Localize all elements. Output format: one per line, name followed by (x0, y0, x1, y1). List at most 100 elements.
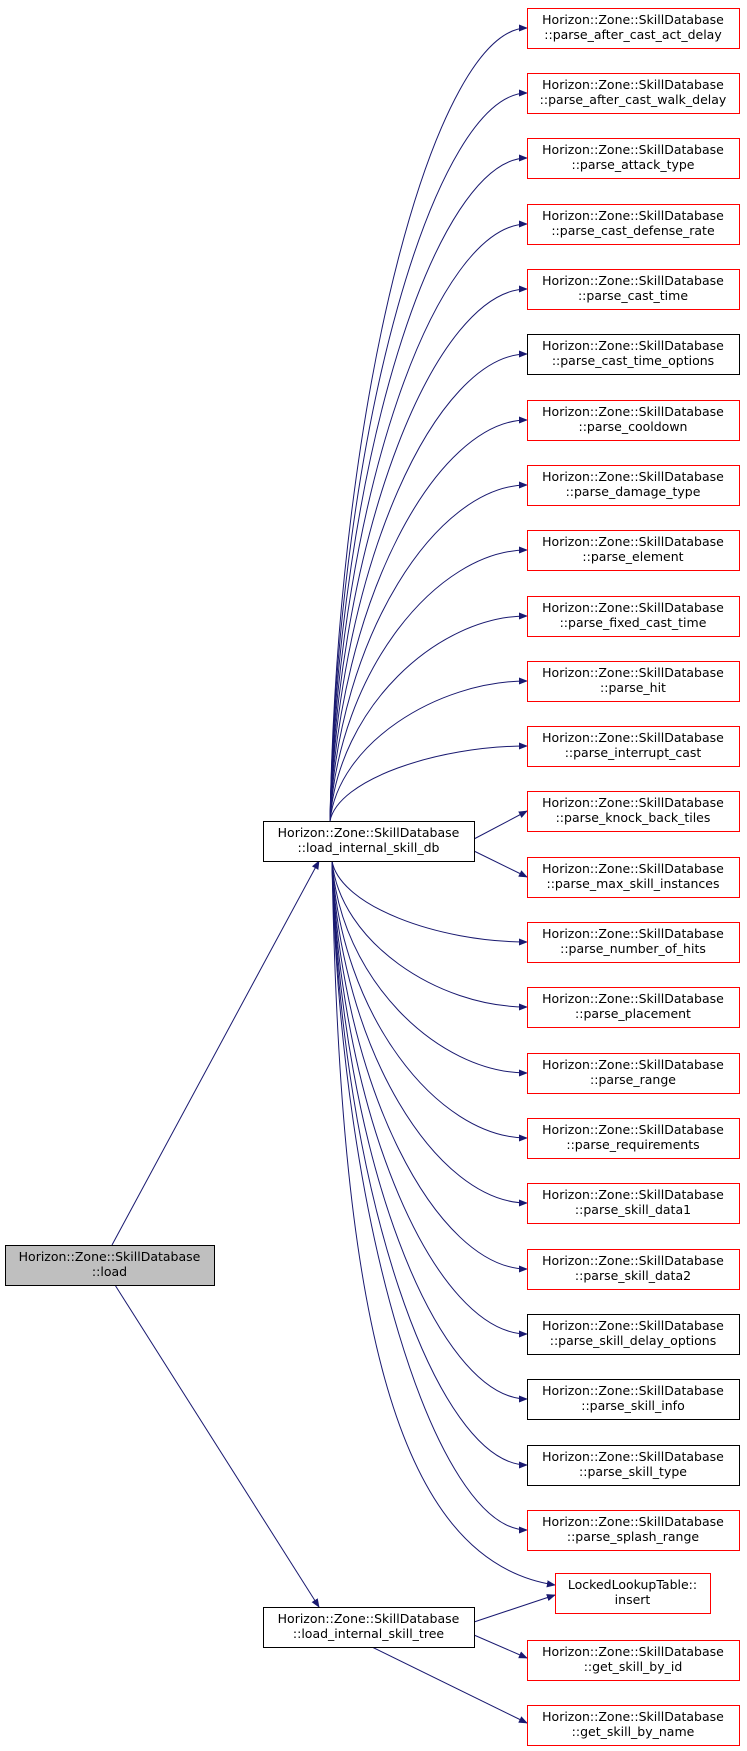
node-label-scope: Horizon::Zone::SkillDatabase (542, 1318, 724, 1333)
node-box (555, 1573, 711, 1614)
edge-load-db-to-t15 (331, 860, 528, 1011)
edge-load-db-to-t2 (329, 154, 528, 822)
node-label-scope: Horizon::Zone::SkillDatabase (278, 1611, 460, 1626)
node-t11[interactable]: Horizon::Zone::SkillDatabase::parse_inte… (527, 726, 740, 767)
node-box (527, 1640, 740, 1681)
node-t23[interactable]: Horizon::Zone::SkillDatabase::parse_spla… (527, 1510, 740, 1551)
node-box (527, 1053, 740, 1094)
node-label-scope: Horizon::Zone::SkillDatabase (542, 1057, 724, 1072)
edge-load-db-to-t11 (329, 742, 528, 822)
node-label-function: ::load_internal_skill_db (298, 840, 440, 855)
edge-load-db-to-t20 (331, 860, 528, 1338)
node-label-function: ::parse_cast_time_options (552, 353, 714, 368)
node-label-function: ::parse_skill_info (581, 1398, 684, 1413)
node-box (527, 138, 740, 179)
node-label-scope: Horizon::Zone::SkillDatabase (542, 1122, 724, 1137)
edge-load-db-to-t4 (329, 285, 528, 822)
node-label-scope: Horizon::Zone::SkillDatabase (542, 1449, 724, 1464)
node-box (527, 1510, 740, 1551)
node-label-scope: Horizon::Zone::SkillDatabase (542, 600, 724, 615)
node-label-function: ::parse_range (590, 1072, 676, 1087)
node-box (527, 596, 740, 637)
node-t0[interactable]: Horizon::Zone::SkillDatabase::parse_afte… (527, 8, 740, 49)
node-t7[interactable]: Horizon::Zone::SkillDatabase::parse_dama… (527, 465, 740, 506)
node-t17[interactable]: Horizon::Zone::SkillDatabase::parse_requ… (527, 1118, 740, 1159)
node-label-function: ::parse_cooldown (579, 419, 688, 434)
node-label-function: ::parse_requirements (566, 1137, 699, 1152)
edge-load-tree-to-insert (473, 1594, 556, 1623)
node-label-scope: Horizon::Zone::SkillDatabase (278, 825, 460, 840)
node-label-scope: Horizon::Zone::SkillDatabase (542, 665, 724, 680)
edge-load-db-to-insert (331, 860, 556, 1588)
node-box (527, 1183, 740, 1224)
edge-load-db-to-t0 (329, 24, 528, 822)
node-t15[interactable]: Horizon::Zone::SkillDatabase::parse_plac… (527, 987, 740, 1028)
node-t9[interactable]: Horizon::Zone::SkillDatabase::parse_fixe… (527, 596, 740, 637)
node-root[interactable]: Horizon::Zone::SkillDatabase::load (5, 1245, 215, 1286)
nodes: Horizon::Zone::SkillDatabase::loadHorizo… (5, 8, 740, 1746)
edge-load-db-to-t8 (329, 546, 528, 822)
node-label-scope: Horizon::Zone::SkillDatabase (542, 404, 724, 419)
node-label-function: ::parse_element (582, 549, 683, 564)
node-box (263, 1607, 475, 1648)
node-label-function: ::parse_hit (600, 680, 666, 695)
node-t13[interactable]: Horizon::Zone::SkillDatabase::parse_max_… (527, 857, 740, 898)
node-label-scope: Horizon::Zone::SkillDatabase (542, 861, 724, 876)
node-t10[interactable]: Horizon::Zone::SkillDatabase::parse_hit (527, 661, 740, 702)
node-box (527, 269, 740, 310)
node-box (527, 857, 740, 898)
node-load-db[interactable]: Horizon::Zone::SkillDatabase::load_inter… (263, 821, 475, 862)
node-box (527, 73, 740, 114)
node-t16[interactable]: Horizon::Zone::SkillDatabase::parse_rang… (527, 1053, 740, 1094)
edge-load-db-to-t1 (329, 89, 528, 822)
edge-root-to-load-db (111, 860, 320, 1246)
node-t14[interactable]: Horizon::Zone::SkillDatabase::parse_numb… (527, 922, 740, 963)
node-label-scope: Horizon::Zone::SkillDatabase (542, 1383, 724, 1398)
node-t8[interactable]: Horizon::Zone::SkillDatabase::parse_elem… (527, 530, 740, 571)
node-t22[interactable]: Horizon::Zone::SkillDatabase::parse_skil… (527, 1445, 740, 1486)
edges (111, 24, 556, 1724)
edge-load-db-to-t7 (329, 481, 528, 822)
node-label-function: ::parse_skill_data2 (575, 1268, 691, 1283)
node-label-function: ::parse_damage_type (566, 484, 701, 499)
node-label-scope: LockedLookupTable:: (568, 1577, 697, 1592)
node-load-tree[interactable]: Horizon::Zone::SkillDatabase::load_inter… (263, 1607, 475, 1648)
edge-load-db-to-t12 (473, 810, 528, 840)
node-label-scope: Horizon::Zone::SkillDatabase (19, 1249, 201, 1264)
node-get-by-id[interactable]: Horizon::Zone::SkillDatabase::get_skill_… (527, 1640, 740, 1681)
edge-load-db-to-t16 (331, 860, 528, 1077)
node-t12[interactable]: Horizon::Zone::SkillDatabase::parse_knoc… (527, 791, 740, 832)
node-box (5, 1245, 215, 1286)
edge-load-db-to-t17 (331, 860, 528, 1142)
node-label-scope: Horizon::Zone::SkillDatabase (542, 1514, 724, 1529)
node-get-by-name[interactable]: Horizon::Zone::SkillDatabase::get_skill_… (527, 1705, 740, 1746)
node-box (527, 1249, 740, 1290)
node-label-function: insert (615, 1592, 651, 1607)
node-box (263, 821, 475, 862)
node-t19[interactable]: Horizon::Zone::SkillDatabase::parse_skil… (527, 1249, 740, 1290)
node-label-scope: Horizon::Zone::SkillDatabase (542, 1253, 724, 1268)
node-t5[interactable]: Horizon::Zone::SkillDatabase::parse_cast… (527, 334, 740, 375)
node-t20[interactable]: Horizon::Zone::SkillDatabase::parse_skil… (527, 1314, 740, 1355)
node-t4[interactable]: Horizon::Zone::SkillDatabase::parse_cast… (527, 269, 740, 310)
node-label-scope: Horizon::Zone::SkillDatabase (542, 1709, 724, 1724)
edge-load-tree-to-get-by-name (371, 1646, 528, 1724)
node-label-function: ::parse_number_of_hits (560, 941, 706, 956)
edge-load-db-to-t10 (329, 677, 528, 822)
edge-load-db-to-t6 (329, 416, 528, 822)
node-t2[interactable]: Horizon::Zone::SkillDatabase::parse_atta… (527, 138, 740, 179)
node-label-function: ::parse_skill_delay_options (550, 1333, 716, 1348)
node-t18[interactable]: Horizon::Zone::SkillDatabase::parse_skil… (527, 1183, 740, 1224)
node-label-scope: Horizon::Zone::SkillDatabase (542, 469, 724, 484)
node-t21[interactable]: Horizon::Zone::SkillDatabase::parse_skil… (527, 1379, 740, 1420)
node-label-function: ::parse_max_skill_instances (547, 876, 720, 891)
node-box (527, 8, 740, 49)
node-box (527, 204, 740, 245)
node-t1[interactable]: Horizon::Zone::SkillDatabase::parse_afte… (527, 73, 740, 114)
node-t3[interactable]: Horizon::Zone::SkillDatabase::parse_cast… (527, 204, 740, 245)
node-label-function: ::parse_after_cast_act_delay (544, 27, 722, 42)
node-t6[interactable]: Horizon::Zone::SkillDatabase::parse_cool… (527, 400, 740, 441)
node-insert[interactable]: LockedLookupTable::insert (555, 1573, 711, 1614)
node-label-scope: Horizon::Zone::SkillDatabase (542, 77, 724, 92)
node-label-scope: Horizon::Zone::SkillDatabase (542, 534, 724, 549)
